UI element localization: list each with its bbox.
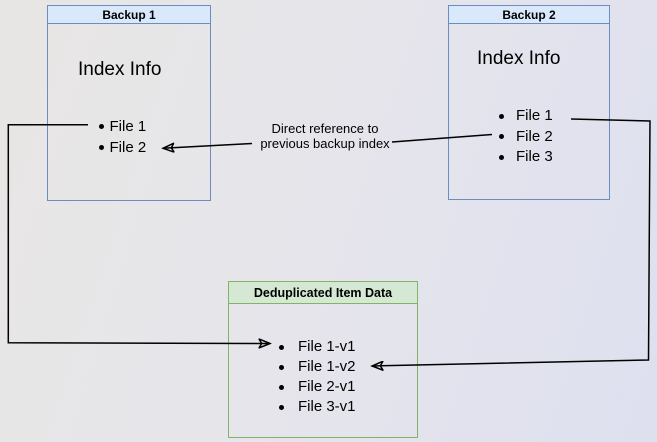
- file-label: File 1-v1: [298, 338, 356, 355]
- backup1-box: Backup 1 Index Info File 1 File 2: [47, 5, 211, 201]
- dedup-header: Deduplicated Item Data: [229, 282, 417, 304]
- file-label: File 3: [516, 148, 553, 165]
- file-list-item: File 1-v1: [278, 337, 356, 357]
- backup2-header: Backup 2: [449, 6, 609, 24]
- file-list-item: File 1: [98, 116, 147, 137]
- bullet-icon: [278, 364, 284, 370]
- file-list-item: File 1: [499, 106, 553, 127]
- backup2-title: Backup 2: [502, 7, 556, 22]
- bullet-icon: [98, 145, 104, 150]
- bullet-icon: [499, 134, 504, 140]
- file-list-item: File 2-v1: [278, 377, 356, 397]
- backup2-index-label: Index Info: [477, 48, 561, 69]
- bullet-icon: [499, 154, 504, 160]
- backup1-index-label: Index Info: [78, 59, 162, 80]
- bullet-icon: [98, 124, 104, 129]
- bullet-icon: [278, 404, 284, 410]
- backup2-file-list: File 1 File 2 File 3: [499, 106, 553, 168]
- file-list-item: File 3: [499, 147, 553, 168]
- file-label: File 1-v2: [298, 358, 356, 375]
- file-label: File 2: [109, 139, 147, 156]
- file-label: File 1: [516, 107, 553, 124]
- backup1-file-list: File 1 File 2: [98, 116, 147, 158]
- file-label: File 1: [109, 118, 147, 135]
- dedup-title: Deduplicated Item Data: [253, 285, 393, 300]
- file-list-item: File 2: [499, 127, 553, 148]
- file-label: File 2-v1: [298, 378, 356, 395]
- bullet-icon: [278, 344, 284, 350]
- file-list-item: File 2: [98, 137, 147, 158]
- dedup-box: Deduplicated Item Data File 1-v1 File 1-…: [228, 281, 418, 438]
- file-label: File 2: [516, 127, 553, 145]
- backup1-header: Backup 1: [48, 6, 210, 24]
- dedup-file-list: File 1-v1 File 1-v2 File 2-v1 File 3-v1: [278, 337, 356, 417]
- edge-label-line1: Direct reference to: [271, 121, 379, 136]
- bullet-icon: [278, 384, 284, 390]
- edge-label-line2: previous backup index: [260, 136, 390, 151]
- file-label: File 3-v1: [298, 398, 356, 415]
- edge-label: Direct reference to previous backup inde…: [245, 121, 405, 151]
- backup1-title: Backup 1: [102, 7, 156, 22]
- file-list-item: File 1-v2: [278, 357, 356, 377]
- backup2-box: Backup 2 Index Info File 1 File 2 File 3: [448, 5, 610, 200]
- file-list-item: File 3-v1: [278, 397, 356, 417]
- bullet-icon: [499, 113, 504, 119]
